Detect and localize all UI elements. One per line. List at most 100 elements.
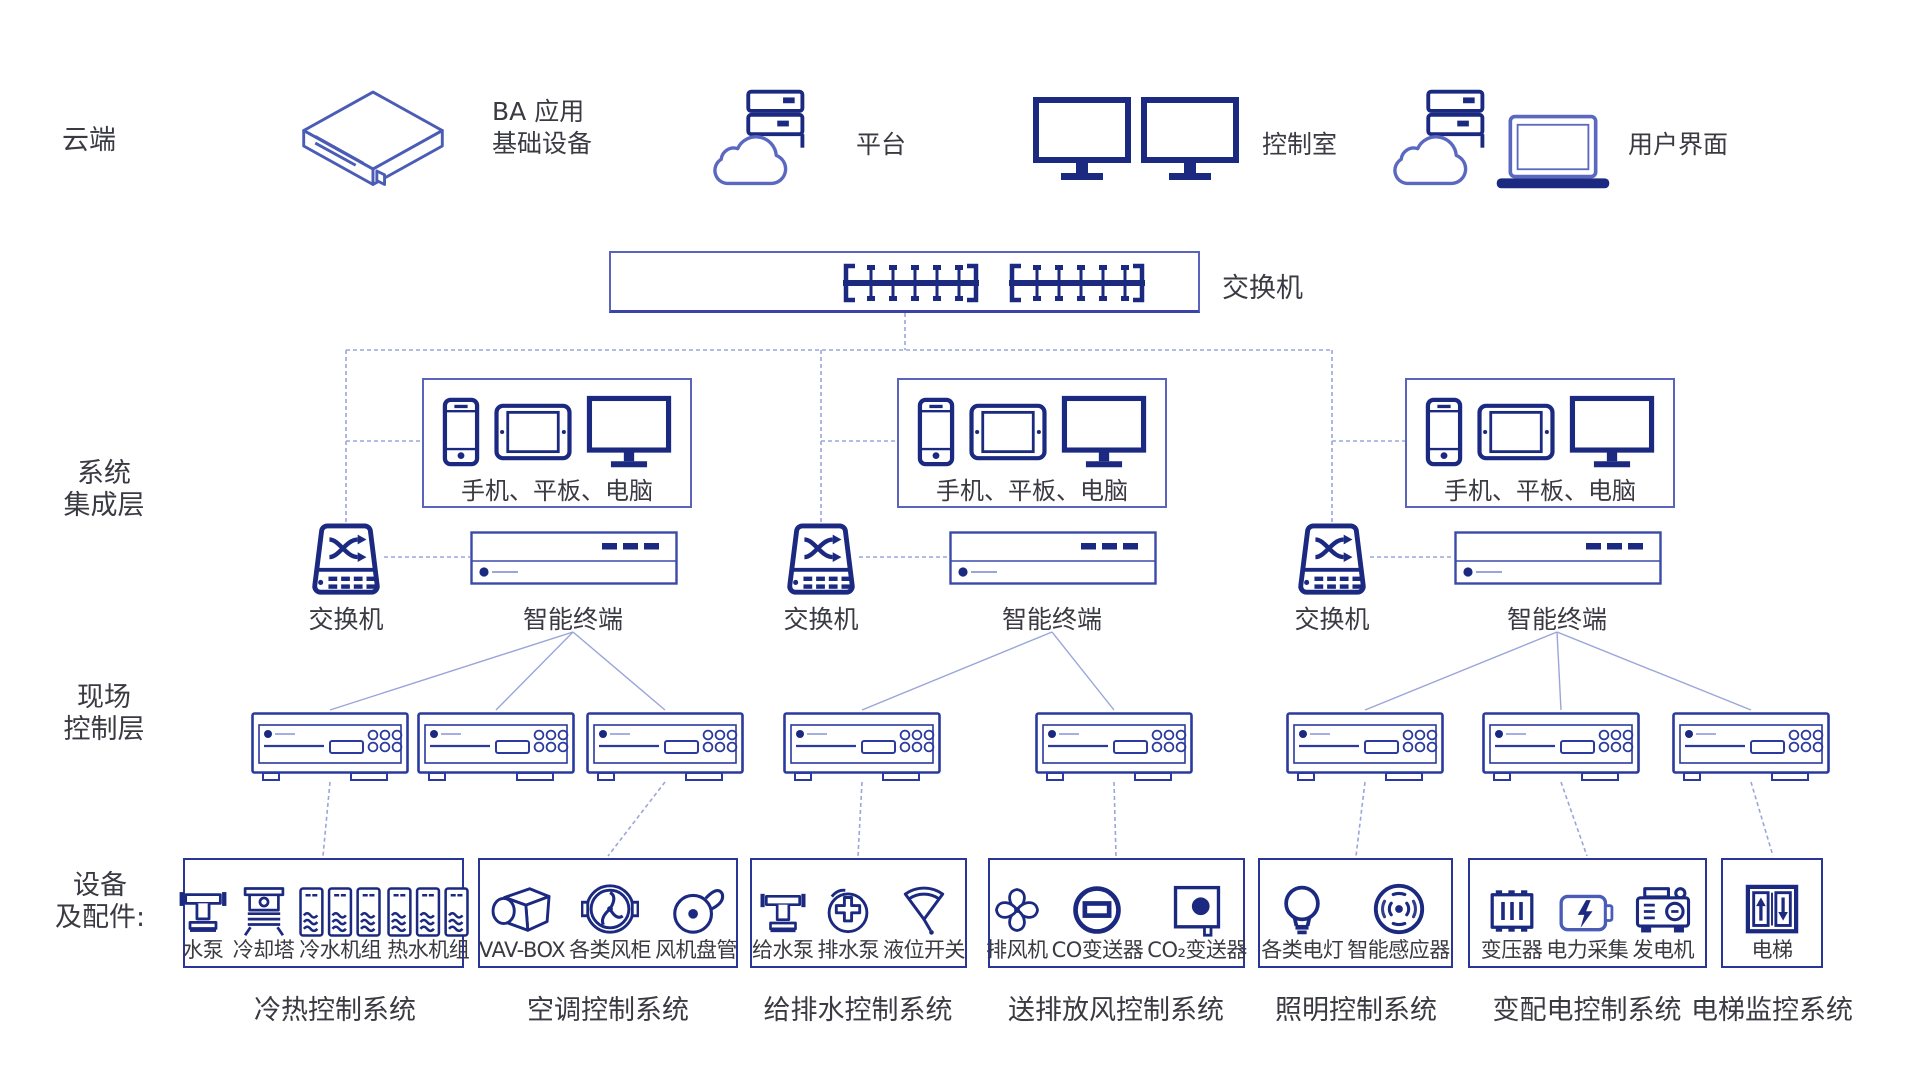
- layer-label-integration: 系统 集成层: [64, 458, 145, 522]
- ui-cloud-server-icon: [1378, 86, 1494, 192]
- field-controller: [783, 712, 941, 782]
- equipment-item: 冷水机组: [298, 886, 382, 962]
- layer-label-equipment: 设备 及配件:: [55, 870, 145, 934]
- ba-label-line2: 基础设备: [492, 129, 593, 158]
- layer-label-line: 集成层: [63, 490, 145, 521]
- control-room-monitor-icon: [1032, 94, 1132, 184]
- layer-label-cloud: 云端: [62, 125, 116, 156]
- equipment-item: 各类风柜: [569, 880, 652, 962]
- fan-coil-icon: [667, 880, 725, 938]
- device-label: 风机盘管: [655, 938, 738, 962]
- device-label: 排风机: [986, 938, 1048, 962]
- equipment-box-water-supply-drainage: 给水泵 排水泵 液位开关: [750, 858, 967, 968]
- device-box-group2: 手机、平板、电脑: [897, 378, 1167, 508]
- equipment-box-power-distribution: 变压器 电力采集 发电机: [1468, 858, 1707, 968]
- device-box-label: 手机、平板、电脑: [1444, 477, 1636, 505]
- switch-label: 交换机: [1294, 605, 1370, 634]
- device-label: 冷却塔: [232, 938, 295, 962]
- power-collection-icon: [1557, 890, 1617, 938]
- ba-label-line1: BA 应用: [492, 97, 585, 126]
- desktop-icon: [586, 395, 672, 469]
- tablet-icon: [1476, 403, 1556, 461]
- device-box-group1: 手机、平板、电脑: [422, 378, 692, 508]
- system-label: 变配电控制系统: [1492, 995, 1682, 1026]
- field-controller: [586, 712, 744, 782]
- water-pump-icon: [177, 886, 229, 938]
- terminal-label: 智能终端: [522, 605, 624, 634]
- layer-label-line: 现场: [77, 682, 131, 713]
- platform-cloud-server-icon: [698, 86, 814, 192]
- phone-icon: [442, 397, 480, 467]
- device-label: 液位开关: [883, 938, 966, 962]
- field-controller: [1286, 712, 1444, 782]
- system-label: 冷热控制系统: [254, 995, 416, 1026]
- cooling-tower-icon: [237, 884, 291, 938]
- device-icons: [442, 394, 672, 469]
- equipment-box-ventilation: 排风机 CO变送器 CO₂变送器: [986, 858, 1247, 968]
- level-switch-icon: [896, 882, 952, 938]
- equipment-box-cooling-heating: 水泵 冷却塔 冷水机组 热水机组: [183, 858, 470, 968]
- equipment-box-elevator: 电梯: [1721, 858, 1823, 968]
- device-label: CO₂变送器: [1147, 938, 1247, 962]
- light-bulb-icon: [1274, 882, 1330, 938]
- device-label: 热水机组: [387, 938, 470, 962]
- switch-ports-icon: [1007, 263, 1147, 303]
- system-label: 送排放风控制系统: [1008, 995, 1224, 1026]
- switch-icon: [782, 522, 860, 600]
- equipment-item: CO变送器: [1052, 882, 1144, 962]
- transformer-icon: [1485, 884, 1539, 938]
- vav-box-icon: [491, 882, 553, 938]
- generator-icon: [1632, 885, 1694, 938]
- equipment-item: 风机盘管: [655, 880, 738, 962]
- layer-label-line: 控制层: [63, 714, 145, 745]
- field-controller: [251, 712, 409, 782]
- terminal-icon: [470, 531, 678, 585]
- desktop-icon: [1061, 395, 1147, 469]
- ba-server-icon: [296, 88, 450, 202]
- device-label: 电力采集: [1546, 938, 1629, 962]
- equipment-item: VAV-BOX: [479, 882, 566, 962]
- phone-icon: [1425, 397, 1463, 467]
- control-room-label: 控制室: [1262, 130, 1338, 159]
- device-label: 冷水机组: [299, 938, 382, 962]
- field-controller: [1482, 712, 1640, 782]
- tablet-icon: [493, 403, 573, 461]
- equipment-item: 排水泵: [817, 884, 880, 962]
- equipment-item: 冷却塔: [233, 884, 295, 962]
- switch-label: 交换机: [783, 605, 859, 634]
- terminal-icon: [949, 531, 1157, 585]
- equipment-item: 热水机组: [386, 886, 470, 962]
- chiller-unit-icon: [298, 886, 382, 938]
- equipment-item: 发电机: [1632, 885, 1694, 962]
- equipment-item: 给水泵: [752, 888, 814, 962]
- layer-label-field: 现场 控制层: [64, 682, 145, 746]
- phone-icon: [917, 397, 955, 467]
- layer-label-line: 系统: [77, 458, 131, 489]
- equipment-box-lighting: 各类电灯 智能感应器: [1258, 858, 1453, 968]
- system-label: 电梯监控系统: [1691, 995, 1853, 1026]
- equipment-item: 水泵: [177, 886, 229, 962]
- equipment-item: 电梯: [1743, 884, 1801, 962]
- switch-ports-icon: [841, 263, 981, 303]
- device-label: 排水泵: [817, 938, 880, 962]
- device-label: 水泵: [182, 938, 224, 962]
- ba-label: BA 应用 基础设备: [492, 96, 592, 160]
- equipment-item: 排风机: [986, 882, 1048, 962]
- system-label: 空调控制系统: [527, 995, 689, 1026]
- switch-label: 交换机: [308, 605, 384, 634]
- equipment-item: 液位开关: [883, 882, 966, 962]
- device-label: 给水泵: [752, 938, 814, 962]
- device-label: CO变送器: [1051, 938, 1144, 962]
- equipment-item: 智能感应器: [1347, 880, 1450, 962]
- system-label: 给排水控制系统: [763, 995, 953, 1026]
- field-controller: [417, 712, 575, 782]
- device-label: 电梯: [1751, 938, 1794, 962]
- desktop-icon: [1569, 395, 1655, 469]
- layer-label-line: 及配件:: [54, 902, 146, 933]
- equipment-item: CO₂变送器: [1147, 882, 1247, 962]
- device-box-label: 手机、平板、电脑: [936, 477, 1128, 505]
- core-switch-label: 交换机: [1222, 273, 1303, 304]
- co-transmitter-icon: [1069, 882, 1125, 938]
